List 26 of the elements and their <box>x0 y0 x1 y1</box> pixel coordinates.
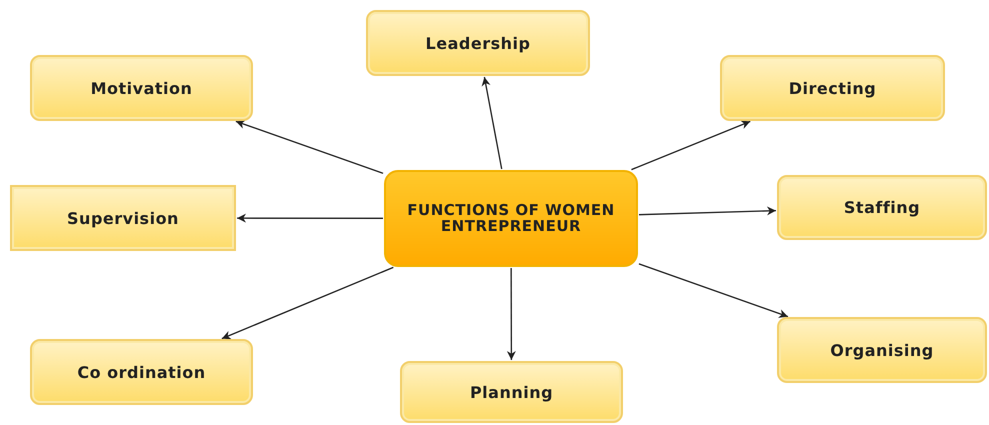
topic-box <box>366 10 590 76</box>
arrow <box>236 120 384 174</box>
arrow <box>638 206 776 216</box>
topic-box <box>10 185 236 251</box>
topic-box <box>777 317 987 383</box>
topic-label: Organising <box>830 340 934 360</box>
topic-box <box>720 55 945 121</box>
topic-label: Motivation <box>90 78 192 98</box>
arrow <box>631 120 751 170</box>
arrow <box>506 268 516 360</box>
topic-label: Leadership <box>426 34 530 52</box>
arrow <box>222 266 394 340</box>
topic-label: Supervision <box>67 208 179 228</box>
topic-box <box>30 55 253 121</box>
topic-box <box>30 339 253 405</box>
central-topic-box <box>384 170 638 267</box>
arrow <box>482 76 502 170</box>
topic-box <box>400 361 623 423</box>
topic-label: Co ordination <box>77 362 206 382</box>
topic-label: Planning <box>470 382 554 402</box>
topic-label: Directing <box>788 78 876 98</box>
arrow <box>237 214 383 223</box>
topic-label: Staffing <box>844 198 920 217</box>
topic-label: FUNCTIONS OF WOMEN ENTREPRENEUR <box>406 202 616 234</box>
arrow <box>638 263 788 318</box>
topic-box <box>777 175 987 240</box>
